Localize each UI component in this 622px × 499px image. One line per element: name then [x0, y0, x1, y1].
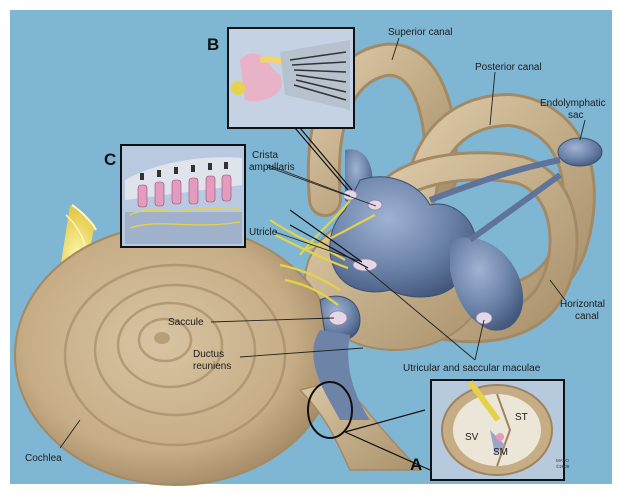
- label-cochlea: Cochlea: [25, 453, 62, 464]
- label-utricle: Utricle: [249, 227, 278, 238]
- credit-line-2: ©2008: [556, 463, 570, 469]
- label-maculae: Utricular and saccular maculae: [403, 363, 541, 374]
- inset-c-letter: C: [104, 150, 116, 169]
- inset-b-crista: [228, 28, 354, 128]
- label-horizontal-canal-line2: canal: [575, 311, 599, 322]
- label-ductus-line1: Ductus: [193, 349, 224, 360]
- label-endolymphatic-sac-line1: Endolymphatic: [540, 98, 606, 109]
- label-ductus-line2: reuniens: [193, 361, 231, 372]
- inset-a-letter: A: [410, 455, 422, 474]
- inset-b-letter: B: [207, 35, 219, 54]
- inset-a-cross-section: [431, 380, 564, 480]
- label-crista-line1: Crista: [252, 150, 279, 161]
- cross-section-sv: SV: [465, 432, 479, 443]
- label-superior-canal: Superior canal: [388, 27, 452, 38]
- label-endolymphatic-sac-line2: sac: [568, 110, 584, 121]
- label-posterior-canal: Posterior canal: [475, 62, 542, 73]
- credit-line-1: MAYO: [556, 458, 569, 463]
- inset-c-hair-cells: [121, 145, 245, 247]
- cross-section-st: ST: [515, 412, 528, 423]
- cross-section-sm: SM: [493, 447, 508, 458]
- label-crista-line2: ampullaris: [249, 162, 295, 173]
- label-saccule: Saccule: [168, 317, 204, 328]
- label-horizontal-canal-line1: Horizontal: [560, 299, 605, 310]
